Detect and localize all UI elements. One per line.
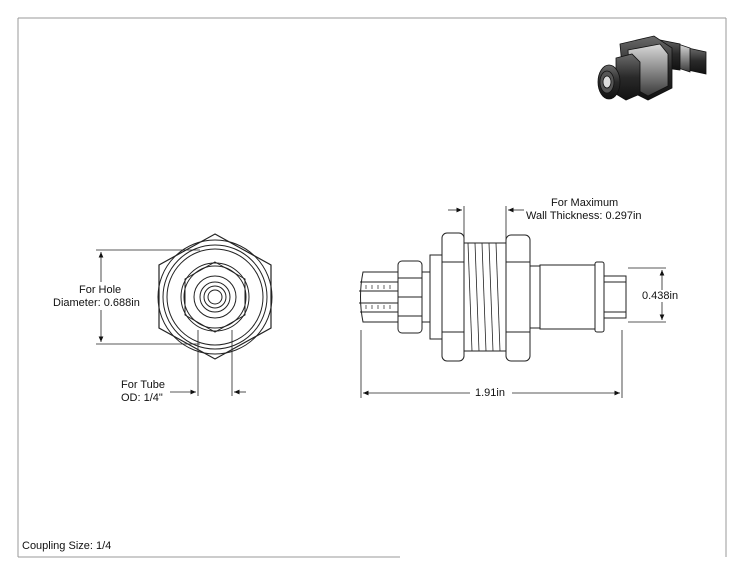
hole-label-line2: Diameter: 0.688in [53, 297, 140, 309]
length-dimension [360, 330, 623, 398]
outer-thread-circle [157, 239, 273, 355]
tube-od-dimension [170, 330, 246, 396]
wall-thickness-dimension [448, 206, 524, 240]
coupling-body [539, 264, 596, 330]
hole-label-line1: For Hole [79, 284, 122, 296]
panel-nut-left [441, 232, 465, 362]
sheet-border [17, 17, 727, 558]
height-dimension [628, 267, 666, 323]
inner-hex [184, 261, 246, 333]
knurled-grip [360, 271, 399, 323]
length-label: 1.91in [475, 387, 505, 399]
tube-label-line1: For Tube [121, 379, 166, 391]
tube-label-line2: OD: 1/4" [121, 392, 163, 404]
end-view [157, 233, 273, 360]
tube-stem [603, 275, 627, 319]
side-view [359, 232, 627, 362]
panel-nut-right [505, 234, 531, 362]
hex-nut-outline [158, 233, 272, 360]
height-label: 0.438in [642, 290, 679, 302]
wall-label-line2: Wall Thickness: 0.297in [526, 210, 642, 222]
hole-diameter-dimension [96, 249, 200, 345]
isometric-thumbnail [597, 35, 707, 101]
coupling-size-label: Coupling Size: 1/4 [22, 540, 112, 552]
wall-label-line1: For Maximum [551, 197, 619, 209]
